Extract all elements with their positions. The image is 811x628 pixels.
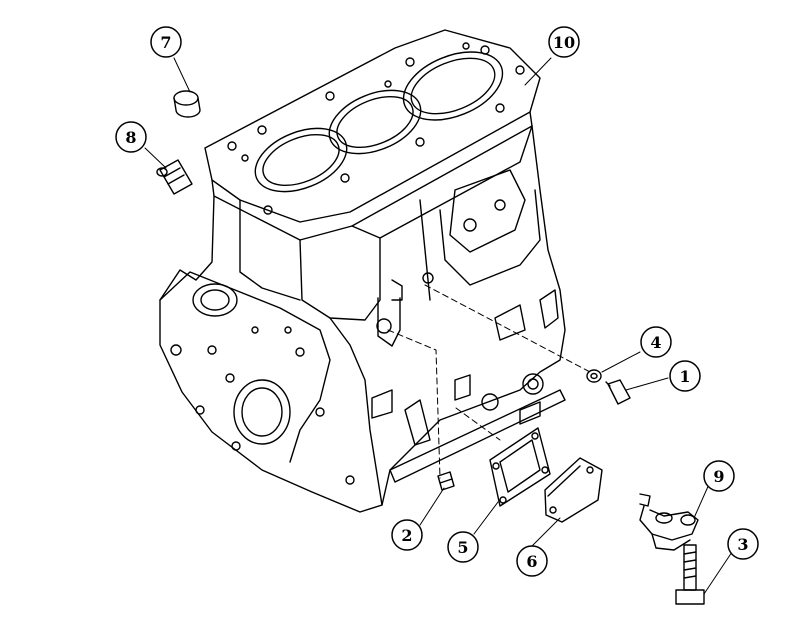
part-3-bolt: [675, 544, 705, 605]
part-6-cover-plate: [544, 457, 603, 523]
cylinder-block: [159, 29, 566, 513]
callout-1: 1: [669, 360, 701, 392]
callout-2: 2: [391, 519, 423, 551]
part-8-sensor: [156, 159, 193, 195]
callout-8: 8: [115, 121, 147, 153]
part-2-drain-plug: [437, 471, 455, 491]
callout-4: 4: [640, 326, 672, 358]
callout-5: 5: [447, 531, 479, 563]
svg-text:1: 1: [679, 367, 690, 386]
callouts: 7 8 10 4 1 2 5 6: [115, 26, 759, 577]
svg-text:2: 2: [401, 526, 412, 545]
part-1-bolt: [605, 379, 631, 405]
callout-6: 6: [516, 545, 548, 577]
part-5-gasket: [489, 427, 551, 507]
part-9-bracket: [639, 493, 699, 551]
callout-10: 10: [548, 26, 580, 58]
svg-text:9: 9: [713, 467, 724, 486]
part-4-washer: [586, 369, 602, 383]
svg-text:5: 5: [457, 538, 468, 557]
svg-text:3: 3: [737, 535, 748, 554]
callout-7: 7: [150, 26, 182, 58]
svg-text:10: 10: [553, 33, 575, 52]
svg-text:4: 4: [650, 333, 661, 352]
callout-leaders: [144, 57, 733, 595]
callout-9: 9: [703, 460, 735, 492]
svg-text:6: 6: [526, 552, 537, 571]
svg-text:7: 7: [160, 33, 171, 52]
callout-3: 3: [727, 528, 759, 560]
svg-text:8: 8: [125, 128, 136, 147]
part-7-core-plug: [173, 90, 201, 118]
